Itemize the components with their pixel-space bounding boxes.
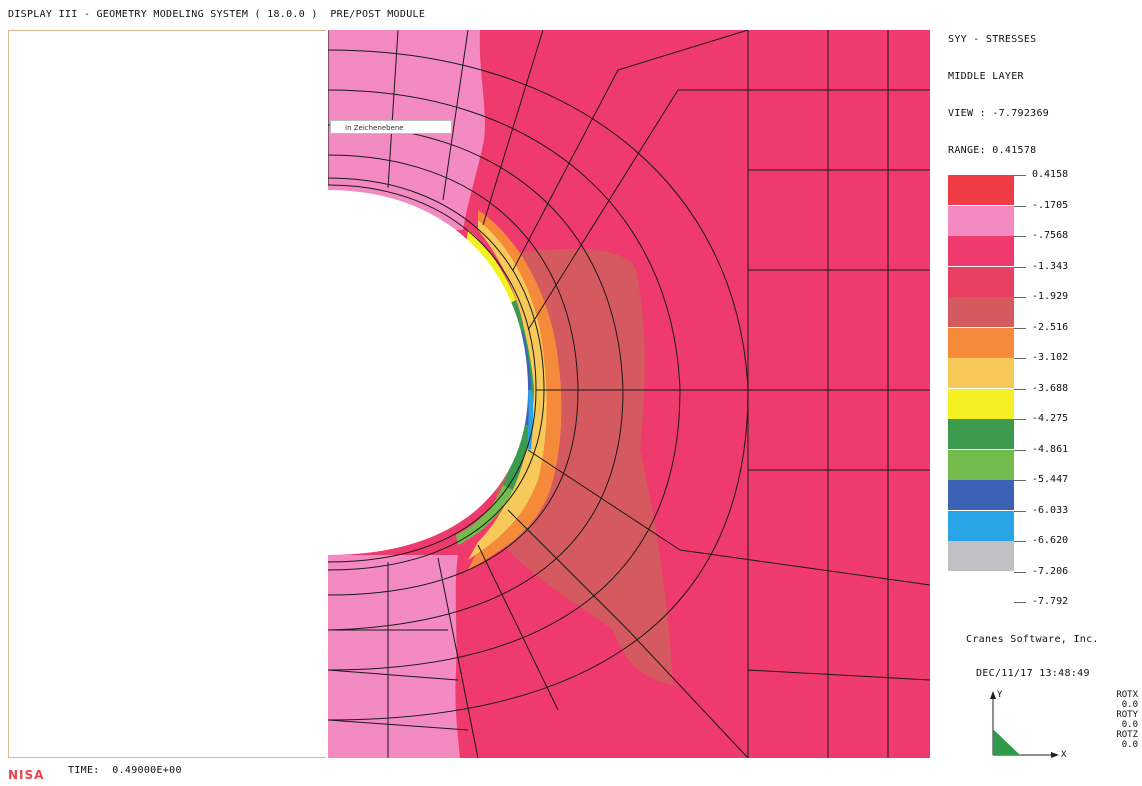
legend-value: -2.516 [1032,321,1069,333]
legend-value: -5.447 [1032,474,1069,485]
timestamp: DEC/11/17 13:48:49 [976,668,1090,679]
result-info: SYY - STRESSES MIDDLE LAYER VIEW : -7.79… [948,10,1049,170]
roty-label: ROTY [1116,710,1138,720]
legend-color-band [948,205,1014,236]
rotation-readout: ROTX 0.0 ROTY 0.0 ROTZ 0.0 [1100,690,1138,750]
legend-color-band [948,266,1014,297]
legend-value: -7.792 [1032,596,1069,607]
empty-viewport-region [8,30,326,758]
legend-color-band [948,480,1014,510]
rotx-value: 0.0 [1121,700,1138,710]
nisa-logo: NISA [8,768,45,782]
rotz-value: 0.0 [1121,740,1138,750]
legend-tick [1014,205,1026,207]
contour-legend: 0.4158 -.1705 -.7568 -1.343 -1.929 -2.516 -3.1… [948,169,1073,607]
mesh-grid [328,30,930,758]
y-axis-label: Y [997,690,1003,700]
legend-color-band [948,541,1014,571]
ring-light-blue [527,390,534,450]
legend-value: -.7568 [1032,230,1069,241]
ring-light-orange [468,220,547,560]
legend-tick [1014,236,1026,237]
legend-value: -6.620 [1032,535,1069,546]
legend-color-band [948,175,1014,205]
legend-tick [1014,571,1026,573]
legend-color-band [948,327,1014,358]
legend-value: -1.929 [1032,291,1069,302]
company-label: Cranes Software, Inc. [966,634,1099,645]
ring-light-green [456,485,513,545]
legend-tick [1014,388,1026,390]
legend-color-band [948,419,1014,449]
legend-tick [1014,449,1026,451]
axis-triad-icon: Y X [990,690,1067,760]
legend-color-band [948,236,1014,266]
legend-color-band [948,358,1014,388]
fem-contour-plot[interactable] [328,30,930,758]
legend-value: -6.033 [1032,504,1069,516]
tension-zone-lower [328,555,460,758]
result-type: SYY - STRESSES [948,34,1037,45]
legend-tick [1014,480,1026,481]
legend-tick [1014,419,1026,420]
legend-tick [1014,510,1026,512]
legend-tick [1014,297,1026,298]
x-axis-label: X [1061,750,1067,760]
legend-tick [1014,541,1026,542]
legend-color-band [948,388,1014,419]
legend-value: -3.102 [1032,352,1069,363]
range-value: RANGE: 0.41578 [948,145,1037,156]
legend-color-band [948,297,1014,327]
legend-tick [1014,358,1026,359]
layer-label: MIDDLE LAYER [948,71,1024,82]
time-readout: TIME: 0.49000E+00 [68,765,182,776]
rotz-label: ROTZ [1116,730,1138,740]
legend-color-band [948,449,1014,480]
legend-value: -4.275 [1032,413,1069,424]
app-title: DISPLAY III - GEOMETRY MODELING SYSTEM (… [8,9,426,20]
rotx-label: ROTX [1116,690,1138,700]
legend-value: -4.861 [1032,443,1069,455]
legend-value: -3.688 [1032,382,1069,394]
legend-tick [1014,327,1026,329]
legend-tick [1014,175,1026,176]
legend-tick [1014,602,1026,603]
hole-cutout [328,190,528,555]
roty-value: 0.0 [1121,720,1138,730]
legend-value: -.1705 [1032,199,1069,211]
legend-value: -7.206 [1032,565,1069,577]
ring-orange [468,210,562,570]
plot-annotation-label[interactable]: In Zeichenebene [330,120,452,134]
legend-value: -1.343 [1032,260,1069,272]
legend-tick [1014,266,1026,268]
view-value: VIEW : -7.792369 [948,108,1050,119]
legend-value: 0.4158 [1032,169,1069,180]
legend-color-band [948,510,1014,541]
